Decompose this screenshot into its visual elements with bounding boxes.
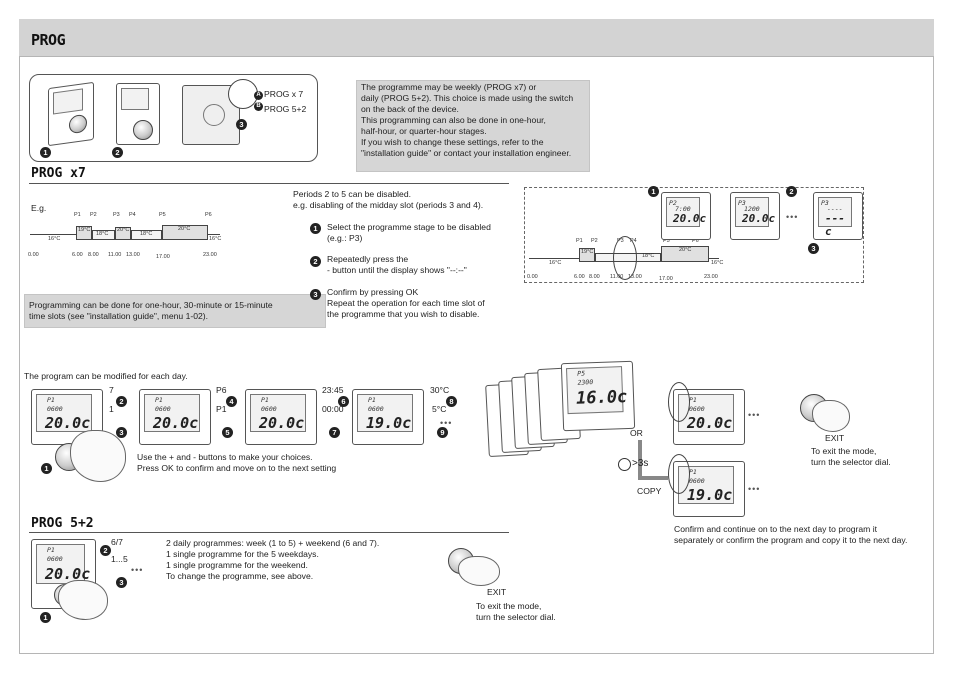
thermostat-display: P2 7:00 20.0c	[661, 192, 711, 240]
label-prog-x7: PROG x 7	[264, 89, 304, 99]
thermostat-back-view	[182, 85, 240, 145]
intro-illustration: 1 2 A B 3 PROG x 7 PROG 5+2	[29, 74, 318, 162]
hold-label: >3s	[632, 458, 649, 469]
copy-arrow	[638, 440, 668, 480]
timer-icon	[618, 458, 631, 471]
intro-info-box: The programme may be weekly (PROG x7) or…	[356, 80, 590, 172]
time-slot-note: Programming can be done for one-hour, 30…	[24, 294, 326, 328]
hand-illustration	[458, 556, 500, 586]
thermostat-display: P1 0600 19.0c	[352, 389, 424, 445]
thermostat-display: P3 ---- ---c	[813, 192, 863, 240]
thermostat-display: P5 2300 16.0c	[560, 360, 636, 432]
example-timeline: P1 P2 P3 P4 P5 P6 16°C 19°C 18°C 20°C 18…	[28, 212, 222, 260]
page-header: PROG	[19, 19, 934, 57]
copy-label: COPY	[637, 486, 662, 496]
thermostat-display: P3 1200 20.0c	[730, 192, 780, 240]
switch-zoom-circle	[228, 79, 258, 109]
example-label: E.g.	[31, 203, 47, 213]
section-title-prog-x7: PROG x7	[31, 166, 86, 181]
thermostat-front-view	[116, 83, 160, 145]
section-rule	[29, 532, 509, 533]
disable-example-box	[524, 187, 864, 283]
hand-illustration	[58, 580, 108, 620]
thermostat-display: P1 0600 20.0c	[31, 389, 103, 445]
hand-illustration	[812, 400, 850, 432]
section-title-prog-52: PROG 5+2	[31, 516, 94, 531]
hand-illustration	[70, 430, 126, 482]
section-rule	[29, 183, 509, 184]
thermostat-display: P1 0600 20.0c	[139, 389, 211, 445]
thermostat-display: P1 0600 20.0c	[245, 389, 317, 445]
thermostat-display: P1 0600 20.0c	[31, 539, 96, 609]
page-title: PROG	[31, 31, 66, 49]
label-prog-52: PROG 5+2	[264, 104, 307, 114]
thermostat-side-view	[48, 81, 94, 147]
disable-timeline: P1 P2 P3 P4 P5 P6 16°C 19°C 18°C 20°C 16…	[527, 236, 724, 282]
or-label: OR	[630, 428, 643, 438]
